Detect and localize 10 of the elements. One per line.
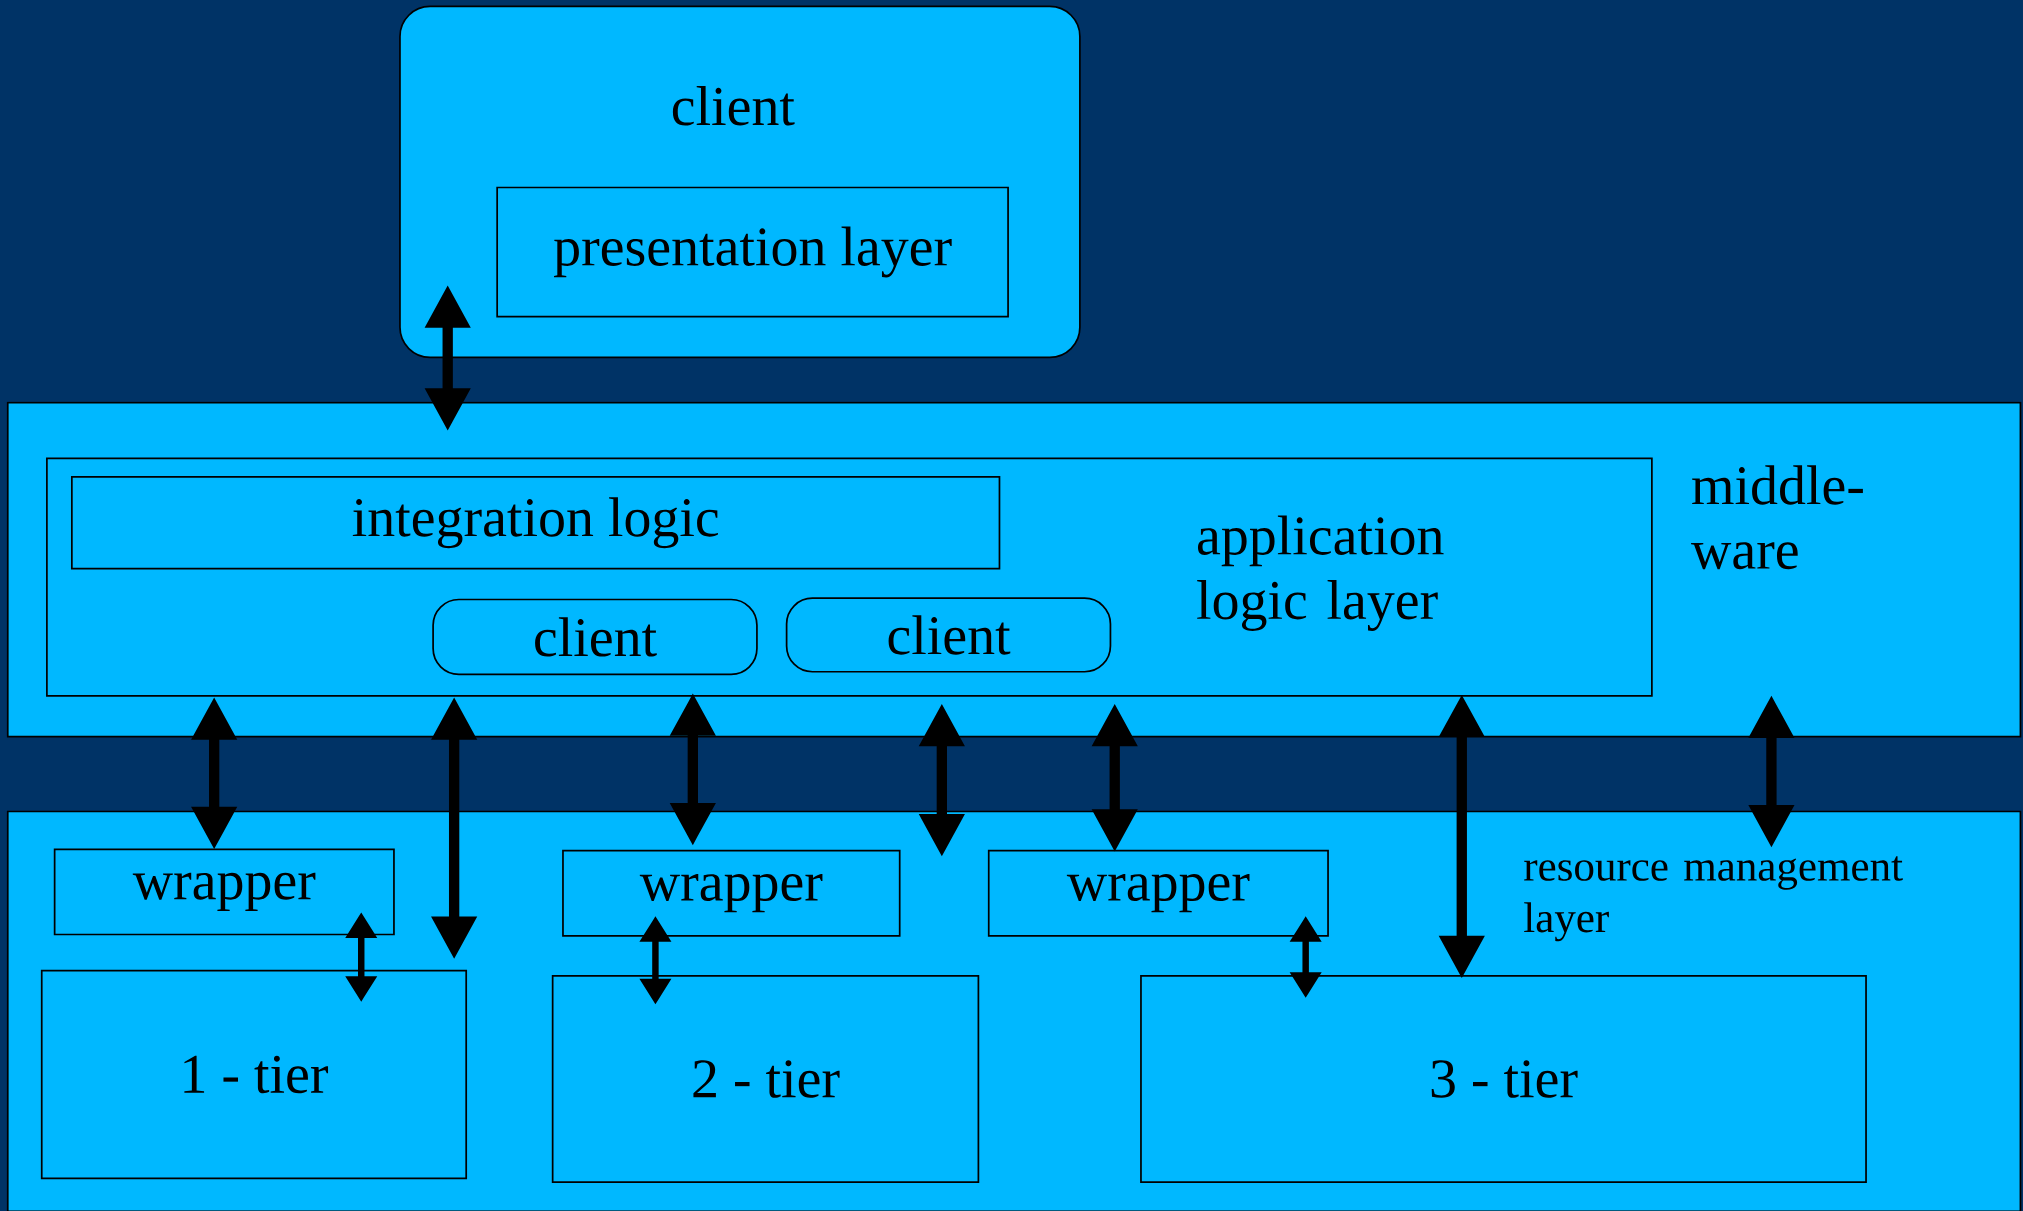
wrapper-box: wrapper	[53, 848, 395, 936]
tier-box: 1 - tier	[40, 969, 468, 1179]
wrapper-box: wrapper	[562, 849, 901, 937]
tier-box: 3 - tier	[1140, 974, 1867, 1183]
client-box: client	[432, 598, 758, 675]
client-box: client	[785, 597, 1112, 673]
wrapper-box: wrapper	[987, 849, 1329, 937]
layer-box: presentation layer	[496, 186, 1009, 318]
logic-box: integration logic	[71, 475, 1001, 570]
tier-box: 2 - tier	[551, 974, 980, 1183]
